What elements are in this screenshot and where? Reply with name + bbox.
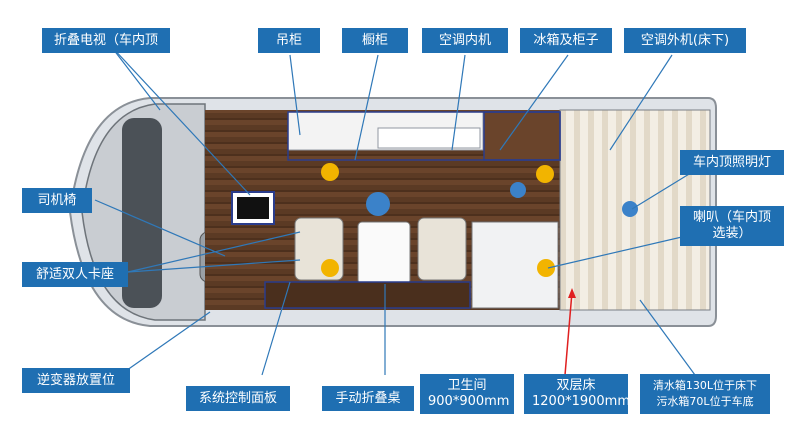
ceiling-light-dot <box>321 259 339 277</box>
label-water-tanks: 清水箱130L位于床下 污水箱70L位于车底 <box>640 374 770 414</box>
label-folding-tv: 折叠电视（车内顶 <box>42 28 170 53</box>
label-ceiling-light: 车内顶照明灯 <box>680 150 784 175</box>
label-double-bench: 舒适双人卡座 <box>22 262 128 287</box>
label-water-line2: 污水箱70L位于车底 <box>656 395 754 408</box>
label-bathroom-size: 900*900mm <box>428 394 510 409</box>
label-ac-outdoor: 空调外机(床下) <box>624 28 746 53</box>
label-bathroom: 卫生间 900*900mm <box>420 374 514 414</box>
ceiling-light-dot <box>537 259 555 277</box>
label-speaker-line2: 选装） <box>712 226 752 241</box>
speaker-dot <box>366 192 390 216</box>
label-hanging-cabinet: 吊柜 <box>258 28 320 53</box>
label-cupboard: 橱柜 <box>342 28 408 53</box>
upper-cabinet-outline <box>287 111 561 161</box>
label-inverter: 逆变器放置位 <box>22 368 130 393</box>
lower-counter <box>264 281 471 309</box>
label-water-line1: 清水箱130L位于床下 <box>652 379 758 392</box>
bunk-red-arrow <box>564 291 573 376</box>
label-driver-seat: 司机椅 <box>22 188 92 213</box>
label-bunk-size: 1200*1900mm <box>532 394 630 409</box>
label-ac-indoor: 空调内机 <box>422 28 508 53</box>
folding-table-shape <box>357 221 411 285</box>
ceiling-light-dot <box>321 163 339 181</box>
ceiling-light-dot <box>536 165 554 183</box>
label-speaker-line1: 喇叭（车内顶 <box>692 210 771 225</box>
windshield <box>122 118 162 308</box>
label-bathroom-title: 卫生间 <box>447 378 487 393</box>
label-bunk-bed: 双层床 1200*1900mm <box>524 374 630 414</box>
leader-lines <box>94 44 713 376</box>
speaker-dot <box>622 201 638 217</box>
label-speaker: 喇叭（车内顶 选装） <box>680 206 784 246</box>
label-bunk-title: 双层床 <box>556 378 596 393</box>
label-control-panel: 系统控制面板 <box>186 386 290 411</box>
label-fridge-cabinet: 冰箱及柜子 <box>520 28 612 53</box>
label-folding-table: 手动折叠桌 <box>322 386 414 411</box>
bench-seat-right <box>417 217 467 281</box>
speaker-dot <box>510 182 526 198</box>
ac-indoor-shape <box>377 127 481 149</box>
